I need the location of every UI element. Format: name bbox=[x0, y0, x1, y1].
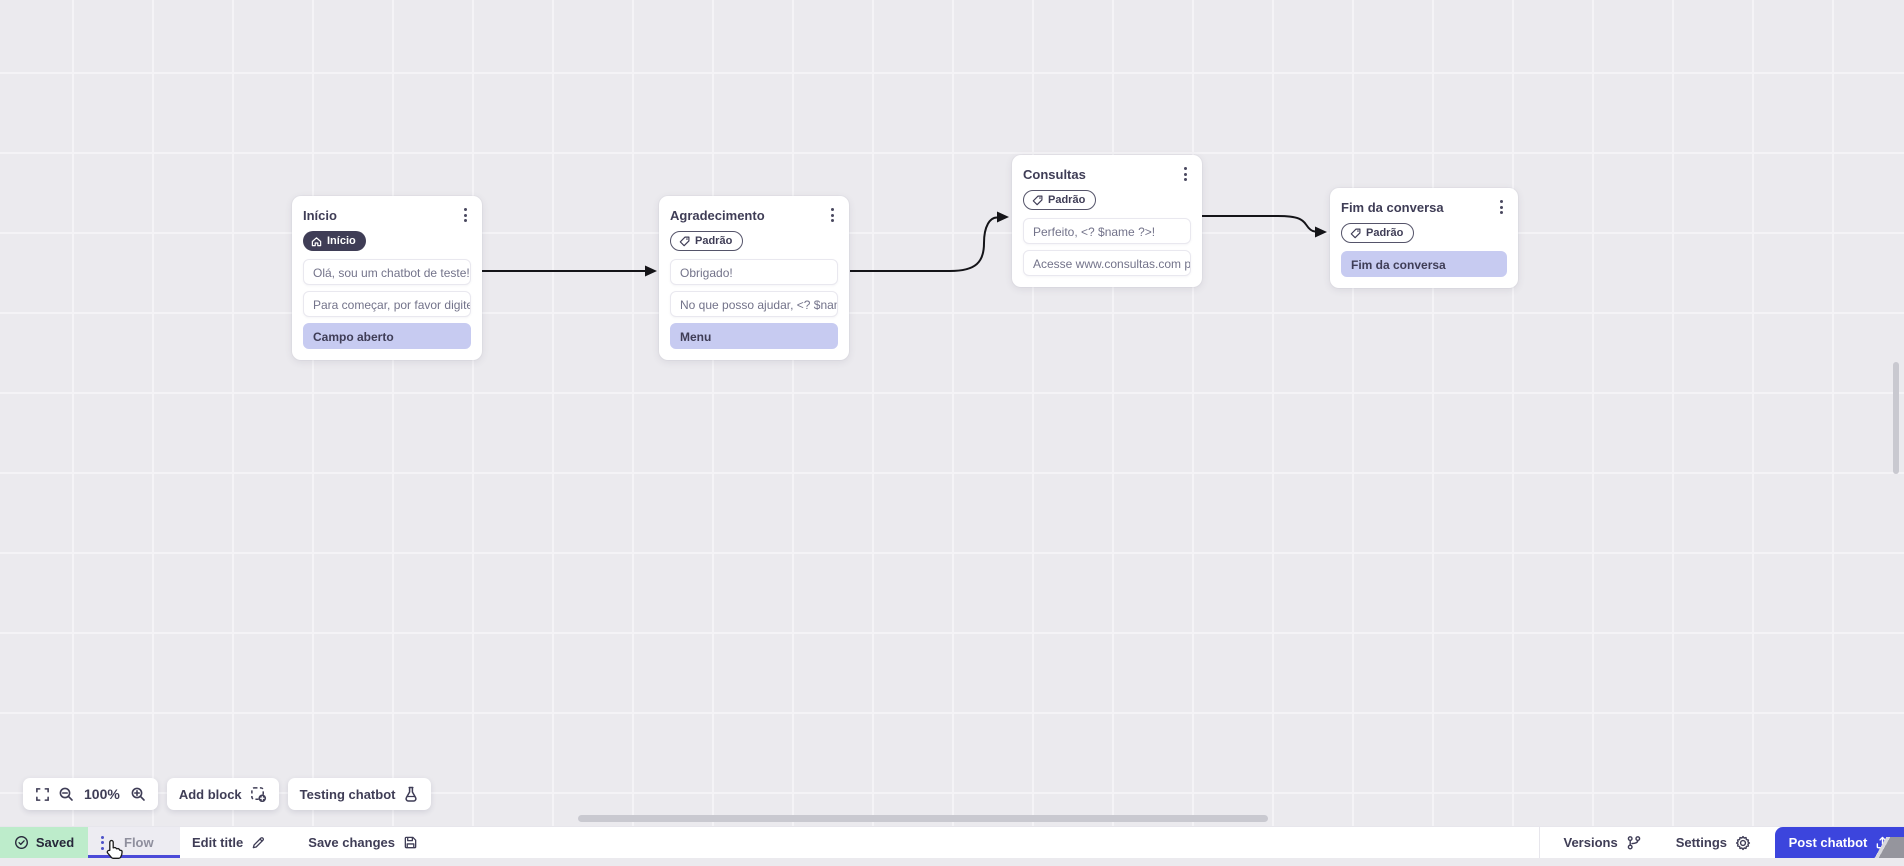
save-icon bbox=[403, 835, 418, 850]
git-branch-icon bbox=[1626, 835, 1642, 851]
add-block-icon bbox=[250, 786, 267, 803]
wire-consultas-fim bbox=[1202, 215, 1316, 233]
fullscreen-icon[interactable] bbox=[35, 787, 50, 802]
save-changes-button[interactable]: Save changes bbox=[308, 827, 418, 858]
flask-icon bbox=[403, 786, 419, 803]
flow-node-inicio[interactable]: Início Início Olá, sou um chatbot de tes… bbox=[292, 196, 482, 360]
bottom-statusbar: Saved Flow Edit title Save changes Versi… bbox=[0, 826, 1904, 858]
node-badge: Padrão bbox=[1341, 223, 1415, 243]
tab-flow[interactable]: Flow bbox=[88, 827, 180, 858]
node-item[interactable]: Obrigado! bbox=[670, 259, 838, 285]
node-item[interactable]: Fim da conversa bbox=[1341, 251, 1507, 277]
gear-icon bbox=[1735, 835, 1751, 851]
check-circle-icon bbox=[14, 835, 29, 850]
saved-status-badge: Saved bbox=[0, 827, 88, 858]
node-menu-button[interactable] bbox=[1180, 165, 1191, 183]
tag-icon bbox=[1350, 228, 1361, 239]
arrowhead-2 bbox=[997, 211, 1009, 223]
node-badge: Padrão bbox=[1023, 190, 1097, 210]
node-badge: Padrão bbox=[670, 231, 744, 251]
testing-chatbot-button[interactable]: Testing chatbot bbox=[287, 778, 432, 810]
connection-wires bbox=[481, 211, 1327, 277]
zoom-controls: 100% bbox=[23, 778, 158, 810]
arrowhead-1 bbox=[645, 265, 657, 277]
flow-node-fim-da-conversa[interactable]: Fim da conversa Padrão Fim da conversa bbox=[1330, 188, 1518, 288]
edit-title-button[interactable]: Edit title bbox=[192, 827, 266, 858]
mouse-cursor bbox=[104, 839, 124, 866]
tag-icon bbox=[1032, 195, 1043, 206]
horizontal-scrollbar[interactable] bbox=[578, 815, 1268, 822]
node-item[interactable]: Campo aberto bbox=[303, 323, 471, 349]
drag-handle-icon[interactable] bbox=[97, 834, 108, 852]
window-corner bbox=[1858, 837, 1904, 858]
node-item[interactable]: Para começar, por favor digite o ... bbox=[303, 291, 471, 317]
arrowhead-3 bbox=[1315, 226, 1327, 238]
node-item[interactable]: Menu bbox=[670, 323, 838, 349]
canvas-toolbar: 100% Add block Testing chatbot bbox=[23, 778, 432, 810]
node-title: Agradecimento bbox=[670, 207, 765, 223]
zoom-level: 100% bbox=[84, 786, 120, 802]
node-item[interactable]: Olá, sou um chatbot de teste! bbox=[303, 259, 471, 285]
zoom-out-icon[interactable] bbox=[58, 786, 74, 802]
node-item[interactable]: Perfeito, <? $name ?>! bbox=[1023, 218, 1191, 244]
tag-icon bbox=[679, 236, 690, 247]
node-title: Início bbox=[303, 207, 337, 223]
add-block-button[interactable]: Add block bbox=[166, 778, 279, 810]
node-item[interactable]: No que posso ajudar, <? $name ... bbox=[670, 291, 838, 317]
node-menu-button[interactable] bbox=[1496, 198, 1507, 216]
node-item[interactable]: Acesse www.consultas.com par... bbox=[1023, 250, 1191, 276]
statusbar-divider bbox=[1538, 827, 1540, 858]
pencil-icon bbox=[251, 835, 266, 850]
settings-button[interactable]: Settings bbox=[1676, 827, 1751, 858]
wire-agradecimento-consultas bbox=[850, 216, 998, 272]
node-title: Fim da conversa bbox=[1341, 199, 1444, 215]
zoom-in-icon[interactable] bbox=[130, 786, 146, 802]
flow-node-agradecimento[interactable]: Agradecimento Padrão Obrigado! No que po… bbox=[659, 196, 849, 360]
node-title: Consultas bbox=[1023, 166, 1086, 182]
flow-canvas[interactable]: Início Início Olá, sou um chatbot de tes… bbox=[0, 0, 1904, 826]
node-menu-button[interactable] bbox=[827, 206, 838, 224]
node-badge: Início bbox=[303, 231, 366, 251]
vertical-scrollbar[interactable] bbox=[1893, 362, 1899, 474]
flow-node-consultas[interactable]: Consultas Padrão Perfeito, <? $name ?>! … bbox=[1012, 155, 1202, 287]
home-icon bbox=[311, 236, 322, 247]
versions-button[interactable]: Versions bbox=[1564, 827, 1642, 858]
node-menu-button[interactable] bbox=[460, 206, 471, 224]
